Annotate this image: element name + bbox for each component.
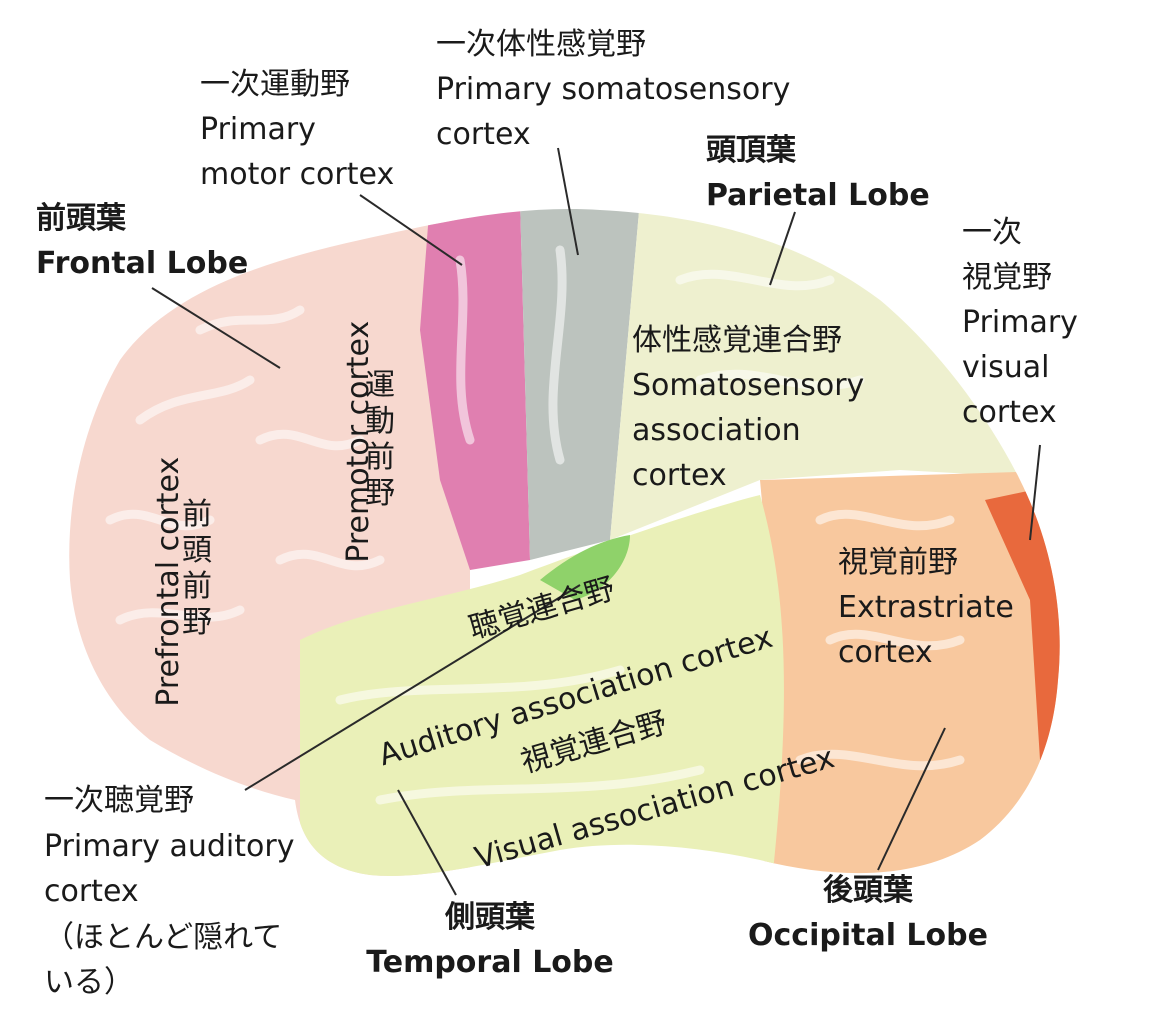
label-primary-motor-jp: 一次運動野 xyxy=(200,67,350,102)
pointer-parietal xyxy=(769,211,796,286)
label-primary-visual-en2: visual xyxy=(962,350,1050,385)
label-somatosensory-association: 体性感覚連合野 Somatosensory association cortex xyxy=(632,318,864,498)
label-extrastriate-jp: 視覚前野 xyxy=(838,545,958,580)
label-premotor-jp: 運動前野 xyxy=(365,368,395,511)
label-primary-somatosensory-jp: 一次体性感覚野 xyxy=(436,27,646,62)
label-prefrontal-jp: 前頭前野 xyxy=(182,497,212,640)
pointer-lines xyxy=(151,147,1041,896)
label-primary-auditory-jp: 一次聴覚野 xyxy=(44,783,194,818)
pointer-primary-visual xyxy=(1029,444,1041,541)
label-primary-visual-en1: Primary xyxy=(962,305,1078,340)
label-extrastriate: 視覚前野 Extrastriate cortex xyxy=(838,540,1014,675)
primary-motor-region xyxy=(420,209,530,570)
label-somatosensory-assoc-jp: 体性感覚連合野 xyxy=(632,323,842,358)
label-temporal-en: Temporal Lobe xyxy=(366,945,614,980)
pointer-somatosensory xyxy=(557,147,579,256)
primary-somatosensory-region xyxy=(520,209,640,560)
label-temporal-jp: 側頭葉 xyxy=(445,900,535,935)
label-primary-visual-jp1: 一次 xyxy=(962,215,1022,250)
occipital-region xyxy=(760,470,1060,876)
label-extrastriate-en2: cortex xyxy=(838,635,933,670)
label-parietal-lobe: 頭頂葉 Parietal Lobe xyxy=(706,128,930,218)
pointer-primary-motor xyxy=(359,194,463,266)
label-primary-auditory-en2: cortex xyxy=(44,874,139,910)
label-temporal-lobe: 側頭葉 Temporal Lobe xyxy=(357,895,623,985)
label-somatosensory-assoc-en2: association xyxy=(632,413,801,448)
label-primary-visual-en3: cortex xyxy=(962,395,1057,430)
label-primary-visual-jp2: 視覚野 xyxy=(962,260,1052,295)
label-frontal-jp: 前頭葉 xyxy=(36,201,126,236)
temporal-region xyxy=(300,495,784,876)
label-occipital-jp: 後頭葉 xyxy=(823,873,913,908)
label-somatosensory-assoc-en1: Somatosensory xyxy=(632,368,865,403)
label-parietal-jp: 頭頂葉 xyxy=(706,133,796,168)
pointer-frontal xyxy=(151,287,281,369)
label-frontal-en: Frontal Lobe xyxy=(36,246,249,281)
label-primary-auditory-note2: いる） xyxy=(44,965,134,1001)
label-extrastriate-en1: Extrastriate xyxy=(838,590,1014,625)
label-parietal-en: Parietal Lobe xyxy=(706,178,930,213)
label-somatosensory-assoc-en3: cortex xyxy=(632,458,727,493)
label-primary-auditory: 一次聴覚野 Primary auditory cortex （ほとんど隠れて い… xyxy=(44,778,294,1006)
label-primary-auditory-note1: （ほとんど隠れて xyxy=(44,919,283,955)
label-occipital-lobe: 後頭葉 Occipital Lobe xyxy=(740,868,996,958)
label-frontal-lobe: 前頭葉 Frontal Lobe xyxy=(36,196,248,286)
pointer-temporal xyxy=(397,789,457,896)
label-primary-motor: 一次運動野 Primary motor cortex xyxy=(200,62,394,197)
pointer-primary-auditory xyxy=(244,584,581,791)
label-primary-somatosensory-en1: Primary somatosensory xyxy=(436,72,791,107)
label-primary-visual: 一次 視覚野 Primary visual cortex xyxy=(962,210,1078,435)
label-primary-motor-en1: Primary xyxy=(200,112,316,147)
label-primary-motor-en2: motor cortex xyxy=(200,157,395,192)
label-occipital-en: Occipital Lobe xyxy=(748,918,988,953)
label-primary-somatosensory: 一次体性感覚野 Primary somatosensory cortex xyxy=(436,22,790,157)
primary-auditory-highlight xyxy=(540,535,630,600)
label-primary-somatosensory-en2: cortex xyxy=(436,117,531,152)
label-primary-auditory-en1: Primary auditory xyxy=(44,828,295,864)
pointer-occipital xyxy=(877,727,946,871)
